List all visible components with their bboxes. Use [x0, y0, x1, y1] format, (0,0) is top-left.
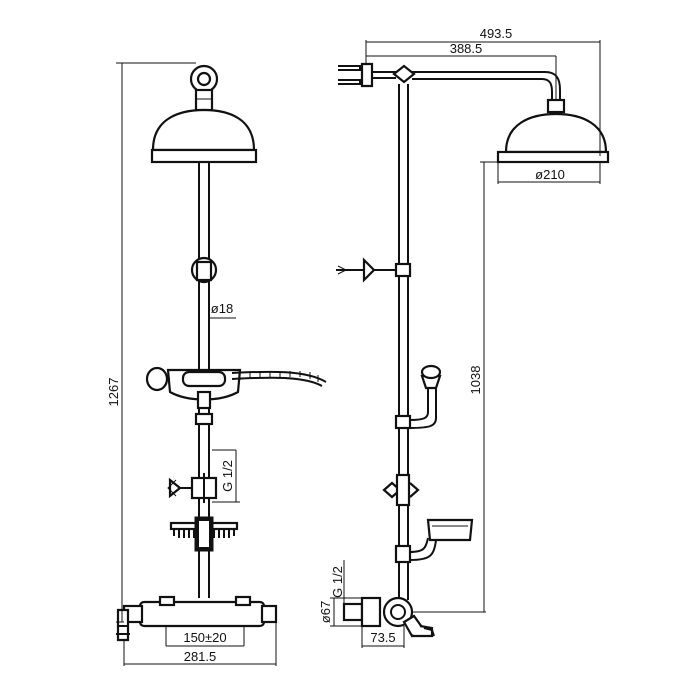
- dim-riser-diameter: ø18: [211, 301, 233, 316]
- dim-total-height: 1267: [106, 378, 121, 407]
- dim-head-diameter: ø210: [535, 167, 565, 182]
- front-mixer-bar: [116, 595, 278, 642]
- side-soap-dish: [394, 518, 474, 564]
- front-hand-shower: [145, 366, 242, 426]
- dim-inlet-depth: 73.5: [370, 630, 395, 645]
- side-view: [336, 62, 610, 638]
- side-hand-shower-holder: [394, 364, 442, 430]
- front-hose: [231, 370, 327, 387]
- front-diverter: [167, 473, 218, 503]
- dim-overall-depth: 493.5: [480, 26, 513, 41]
- front-top-elbow: [189, 64, 219, 112]
- dim-outlet-thread: G 1/2: [220, 460, 235, 492]
- dim-inlet-diameter: ø67: [318, 601, 333, 623]
- dim-centres: 150±20: [183, 630, 226, 645]
- front-shower-head: [150, 108, 258, 164]
- side-dimension-lines: [330, 40, 601, 648]
- side-riser-pipe: [398, 84, 409, 600]
- dim-inlet-thread: G 1/2: [330, 566, 345, 598]
- side-diverter-handle: [382, 473, 420, 507]
- side-top-wall-fixing: [338, 62, 416, 88]
- front-view: [116, 64, 327, 642]
- dim-head-height-above-mixer: 1038: [468, 366, 483, 395]
- front-soap-basket: [169, 516, 239, 552]
- side-mixer-body: [342, 596, 435, 638]
- side-shower-arm: [412, 71, 566, 114]
- dim-mixer-width: 281.5: [184, 649, 217, 664]
- dim-arm-projection: 388.5: [450, 41, 483, 56]
- front-dimension-lines: [116, 62, 277, 666]
- front-riser-bracket: [190, 256, 218, 284]
- side-mid-wall-bracket: [336, 257, 412, 283]
- side-shower-head: [496, 112, 610, 164]
